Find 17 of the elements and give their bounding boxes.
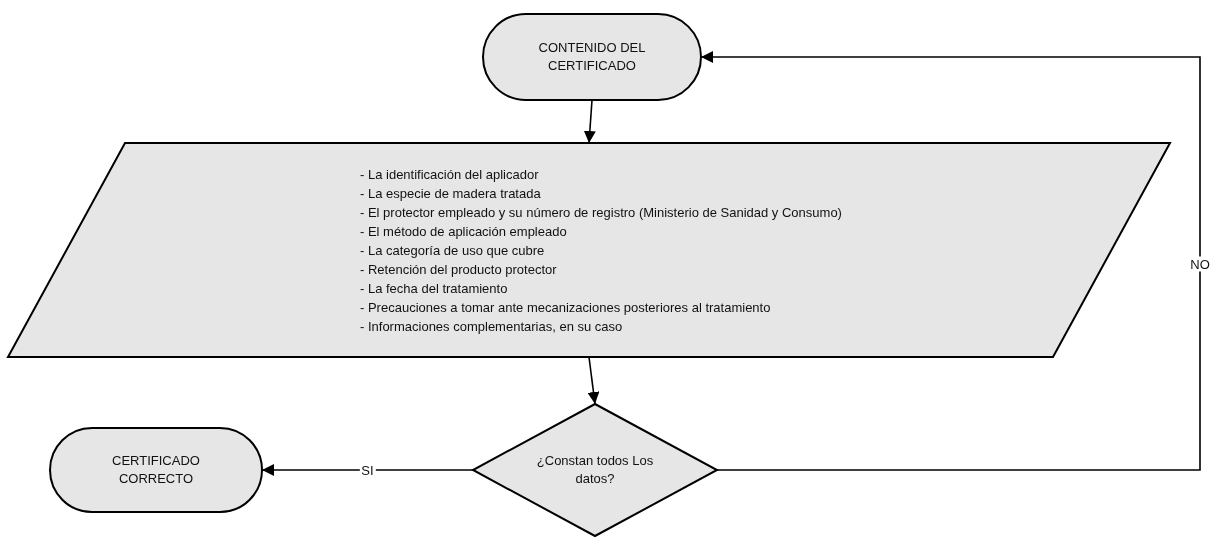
list-item: - La fecha del tratamiento	[360, 279, 508, 298]
node-label: CERTIFICADO CORRECTO	[111, 452, 201, 488]
list-item: - El protector empleado y su número de registro (Ministerio de Sanidad y Consumo)	[360, 203, 842, 222]
list-item: - La identificación del aplicador	[360, 165, 539, 184]
edge-label: NO	[1188, 256, 1212, 271]
list-item: - Informaciones complementarias, en su caso	[360, 317, 623, 336]
arrow	[583, 99, 596, 144]
decision-diamond	[473, 404, 717, 536]
list-item: - La categoría de uso que cubre	[360, 241, 545, 260]
node-label: CONTENIDO DEL CERTIFICADO	[537, 39, 647, 75]
arrow	[587, 356, 600, 405]
list-item: - Precauciones a tomar ante mecanizaciones posteriores al tratamiento	[360, 298, 771, 317]
list-item: - La especie de madera tratada	[360, 184, 541, 203]
node-label: ¿Constan todos Los datos?	[535, 452, 655, 488]
list-item: - El método de aplicación empleado	[360, 222, 567, 241]
list-item: - Retención del producto protector	[360, 260, 557, 279]
input-output-parallelogram	[8, 143, 1170, 357]
